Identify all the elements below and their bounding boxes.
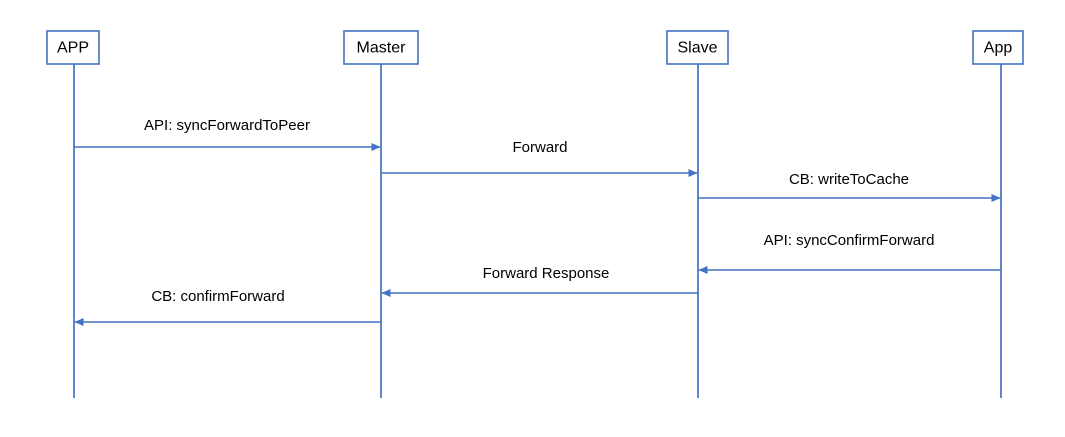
message-label-msg-2: Forward — [512, 139, 567, 156]
lifeline-app-left[interactable]: APP — [46, 30, 100, 398]
message-msg-2[interactable]: Forward — [381, 139, 698, 177]
message-msg-6[interactable]: CB: confirmForward — [74, 288, 381, 326]
actor-label-master: Master — [357, 40, 407, 57]
message-msg-3[interactable]: CB: writeToCache — [698, 171, 1001, 202]
actor-label-slave: Slave — [677, 40, 717, 57]
actor-box-slave[interactable] — [666, 30, 729, 65]
message-msg-5[interactable]: Forward Response — [381, 265, 698, 297]
actor-label-app-left: APP — [57, 40, 89, 57]
message-msg-4[interactable]: API: syncConfirmForward — [698, 232, 1001, 274]
message-label-msg-4: API: syncConfirmForward — [764, 232, 935, 249]
message-label-msg-3: CB: writeToCache — [789, 171, 909, 188]
message-label-msg-6: CB: confirmForward — [151, 288, 284, 305]
message-label-msg-1: API: syncForwardToPeer — [144, 117, 310, 134]
actor-box-app-right[interactable] — [972, 30, 1024, 65]
actor-label-app-right: App — [984, 40, 1013, 57]
actor-box-master[interactable] — [343, 30, 419, 65]
message-msg-1[interactable]: API: syncForwardToPeer — [74, 117, 381, 151]
lifeline-slave[interactable]: Slave — [666, 30, 729, 398]
actor-box-app-left[interactable] — [46, 30, 100, 65]
lifeline-app-right[interactable]: App — [972, 30, 1024, 398]
message-label-msg-5: Forward Response — [483, 265, 610, 282]
lifelines-group: APP Master Slave App — [46, 30, 1024, 398]
lifeline-master[interactable]: Master — [343, 30, 419, 398]
